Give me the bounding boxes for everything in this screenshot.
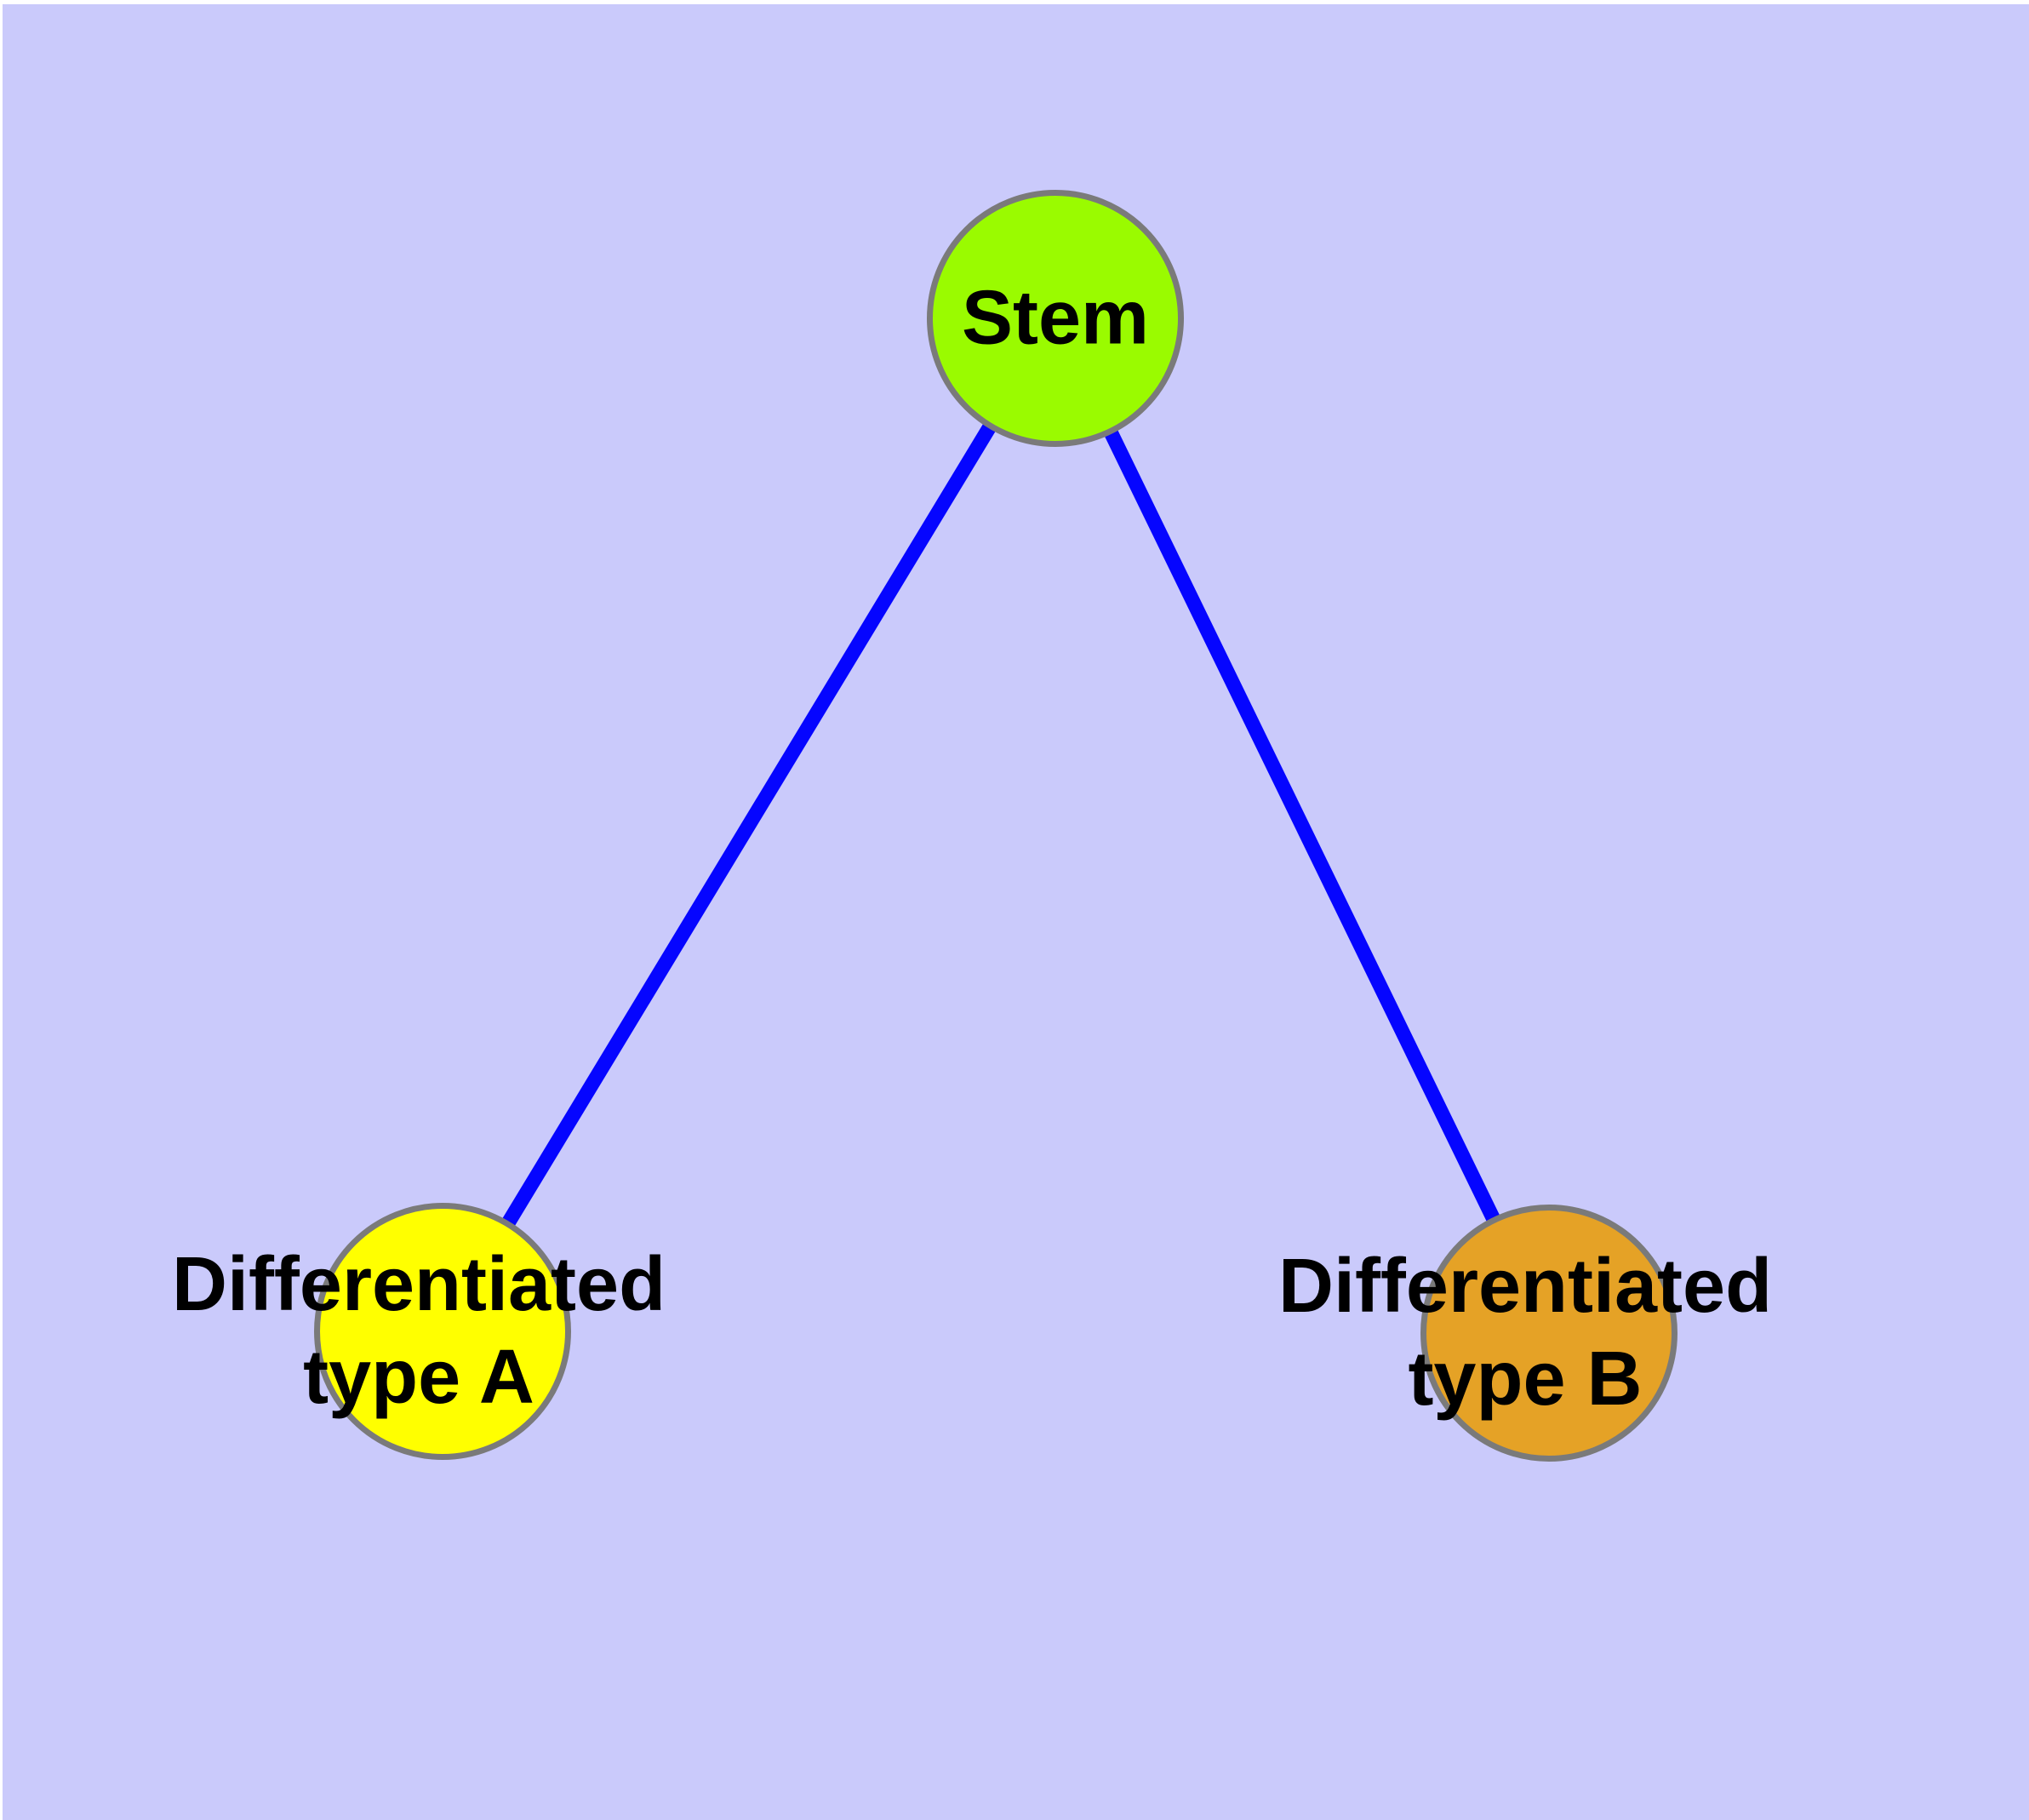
edge-stem-to-type-a: [436, 314, 1062, 1336]
node-stem: [927, 190, 1184, 447]
node-differentiated-type-a: [314, 1203, 571, 1460]
label-line: type B: [1408, 1336, 1643, 1422]
edge-stem-to-type-b: [1049, 315, 1556, 1336]
label-line: type A: [303, 1335, 534, 1420]
node-stem-label: Stem: [962, 272, 1149, 365]
label-line: Differentiated: [171, 1242, 666, 1328]
label-line: Differentiated: [1277, 1244, 1773, 1330]
node-type-a-label: Differentiated type A: [172, 1239, 666, 1424]
node-differentiated-type-b: [1420, 1205, 1677, 1462]
node-type-b-label: Differentiated type B: [1278, 1240, 1772, 1426]
label-line: Stem: [961, 275, 1150, 361]
